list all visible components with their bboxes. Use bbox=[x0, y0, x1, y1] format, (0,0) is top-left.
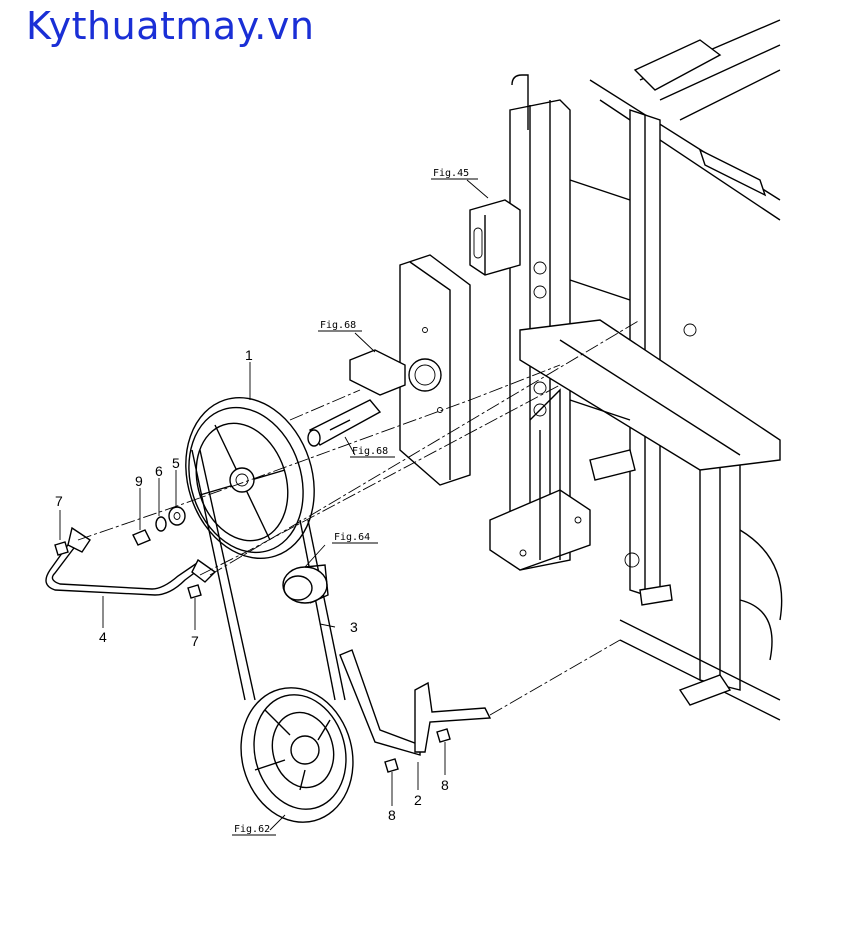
leader-lines bbox=[59, 362, 446, 806]
fig68-bracket-and-shaft bbox=[307, 332, 406, 456]
callout-2: 2 bbox=[414, 792, 422, 808]
fig45-ref: Fig.45 bbox=[433, 168, 469, 179]
callout-8a: 8 bbox=[388, 807, 396, 823]
fig62-ref: Fig.62 bbox=[234, 824, 270, 835]
bearing-housing-plate bbox=[399, 254, 471, 486]
callout-1: 1 bbox=[245, 347, 253, 363]
assembly-center-lines bbox=[77, 319, 641, 716]
watermark-text: Kythuatmay.vn bbox=[26, 4, 315, 48]
machine-frame bbox=[489, 19, 783, 721]
fig68-ref-upper: Fig.68 bbox=[320, 320, 356, 331]
part-callouts: 1 2 3 4 5 6 9 7 7 8 8 bbox=[55, 347, 449, 823]
callout-7a: 7 bbox=[55, 493, 63, 509]
fasteners bbox=[54, 506, 451, 773]
callout-5: 5 bbox=[172, 455, 180, 471]
drive-belt bbox=[191, 449, 346, 701]
figure-references: Fig.45 Fig.68 Fig.68 Fig.64 Fig.62 bbox=[232, 168, 478, 836]
fig45-bracket bbox=[466, 179, 521, 276]
callout-9: 9 bbox=[135, 473, 143, 489]
upper-pulley bbox=[185, 396, 315, 560]
callout-7b: 7 bbox=[191, 633, 199, 649]
fig68-ref-lower: Fig.68 bbox=[352, 446, 388, 457]
fig64-idler-bearing bbox=[282, 544, 329, 604]
callout-4: 4 bbox=[99, 629, 107, 645]
lower-pulley bbox=[240, 687, 354, 831]
callout-6: 6 bbox=[155, 463, 163, 479]
guard-rod bbox=[45, 526, 217, 596]
callout-3: 3 bbox=[350, 619, 358, 635]
tension-bracket bbox=[339, 649, 492, 756]
callout-8b: 8 bbox=[441, 777, 449, 793]
fig64-ref: Fig.64 bbox=[334, 532, 370, 543]
